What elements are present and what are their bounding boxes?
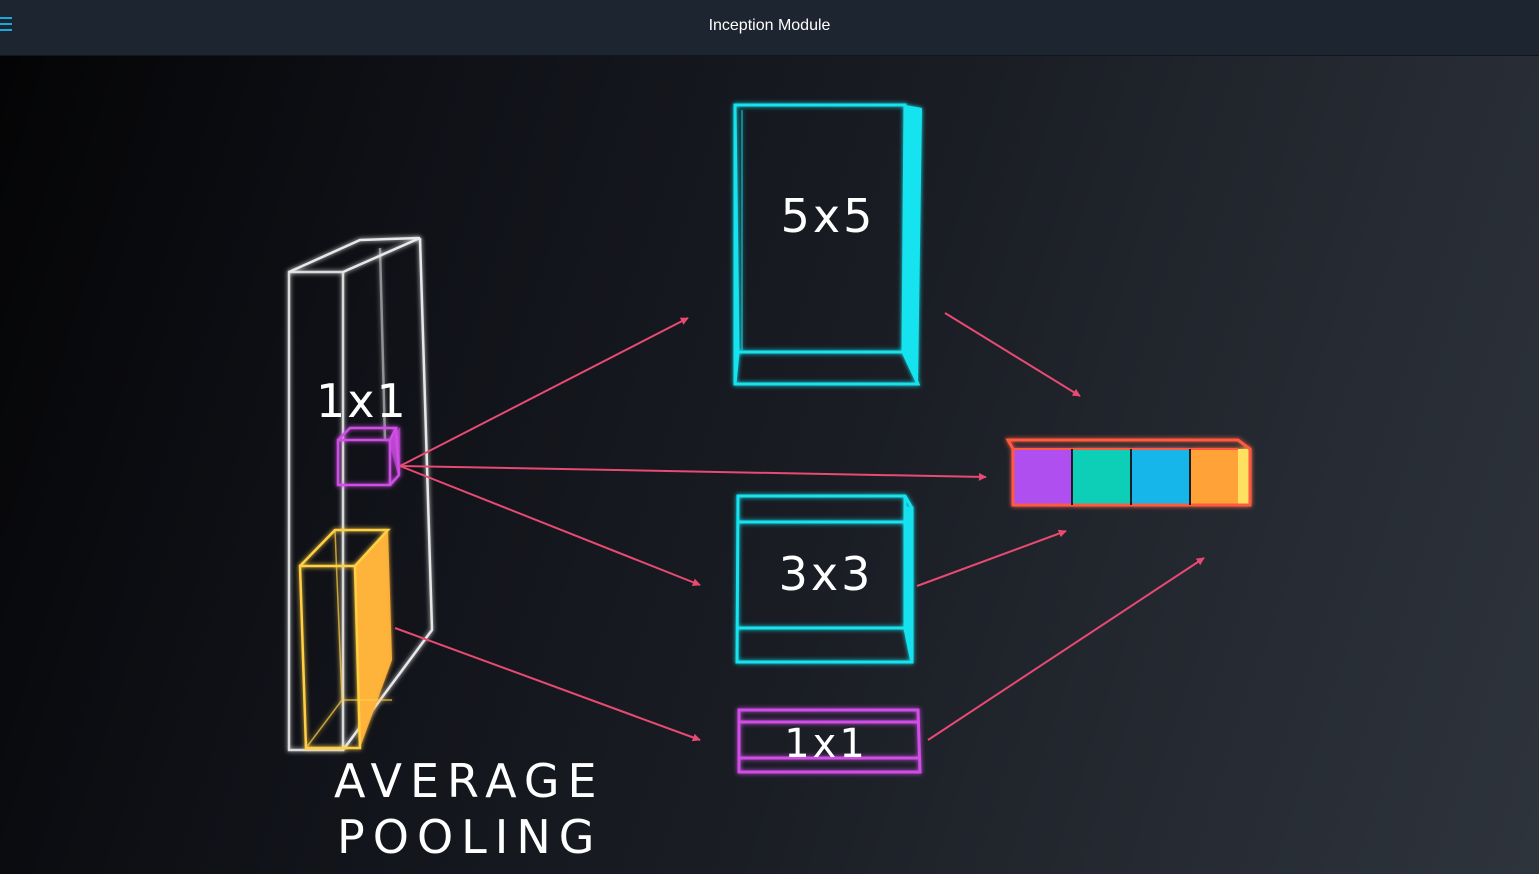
arrow-pool-to-1x1 <box>394 627 701 742</box>
page-title: Inception Module <box>708 17 831 34</box>
inception-diagram: 1x1 5x5 3x3 <box>287 103 1252 864</box>
arrow-to-3x3 <box>399 465 701 587</box>
concat-cell-purple <box>1013 449 1072 505</box>
branch-5x5-block <box>733 103 922 386</box>
diagram-canvas: 1x1 5x5 3x3 <box>0 56 1539 874</box>
branch-3x3-label: 3x3 <box>779 547 874 601</box>
arrow-to-concat <box>399 465 987 481</box>
concat-cell-blue <box>1131 449 1190 505</box>
arrow-5x5-to-concat <box>944 312 1081 397</box>
arrows <box>394 312 1205 742</box>
concat-cell-orange <box>1190 449 1238 505</box>
arrow-3x3-to-concat <box>916 529 1067 587</box>
arrow-to-5x5 <box>399 317 689 467</box>
input-feature-column <box>287 236 434 752</box>
hamburger-menu-icon[interactable] <box>0 16 14 36</box>
arrow-1x1-to-concat <box>927 557 1205 741</box>
average-pooling-block <box>298 528 392 750</box>
branch-1x1-label: 1x1 <box>784 721 868 767</box>
branch-5x5-label: 5x5 <box>781 189 876 243</box>
pooling-label-line2: POOLING <box>337 810 602 864</box>
pooling-label-line1: AVERAGE <box>334 754 605 808</box>
input-1x1-filter-cube <box>336 426 401 487</box>
top-bar: Inception Module <box>0 0 1539 56</box>
input-filter-label: 1x1 <box>316 374 408 428</box>
concat-cell-teal <box>1072 449 1131 505</box>
branch-1x1-block <box>737 708 922 774</box>
concatenated-output <box>1005 438 1252 507</box>
branch-3x3-block <box>735 494 914 664</box>
